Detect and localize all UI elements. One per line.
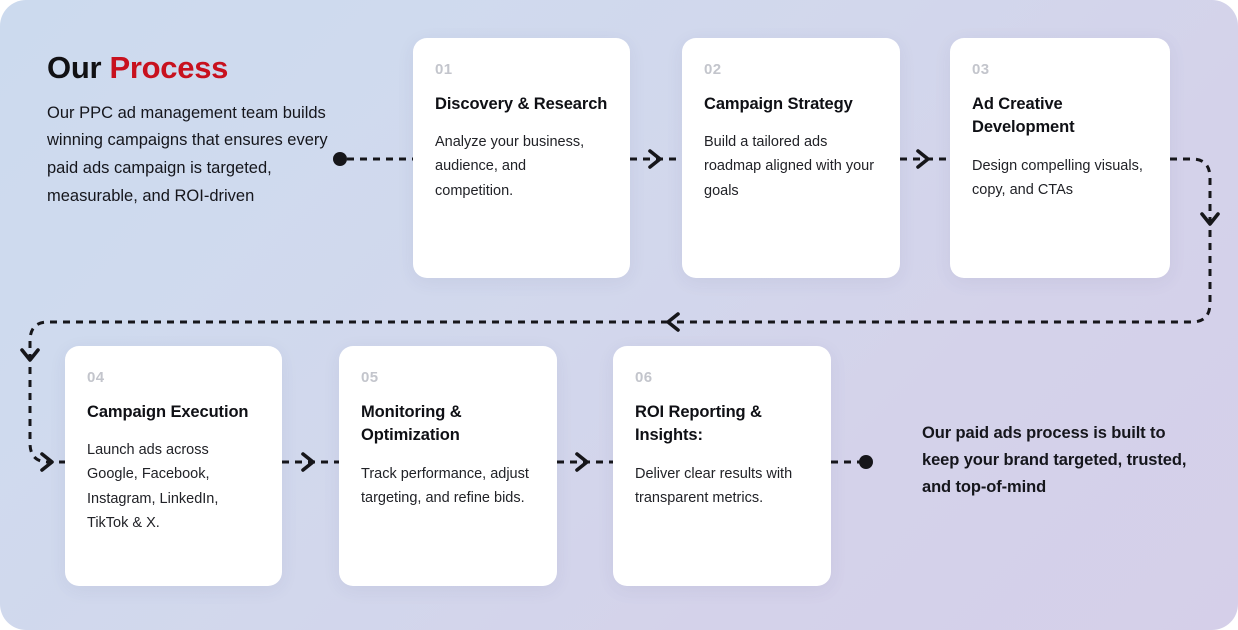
step-description: Track performance, adjust targeting, and… (361, 465, 529, 506)
step-description: Analyze your business, audience, and com… (435, 134, 585, 199)
step-title: Campaign Execution (87, 403, 249, 421)
arrow-left-icon-1 (666, 312, 680, 332)
step-number: 06 (635, 369, 653, 386)
arrow-right-icon-4 (301, 452, 315, 472)
arrow-right-icon-1 (648, 149, 662, 169)
arrow-down-icon-2 (20, 348, 40, 362)
closing-text: Our paid ads process is built to keep yo… (922, 424, 1187, 497)
arrow-right-icon-2 (916, 149, 930, 169)
step-number: 02 (704, 61, 722, 78)
step-description: Launch ads across Google, Facebook, Inst… (87, 442, 219, 531)
arrow-right-icon-5 (575, 452, 589, 472)
step-description: Deliver clear results with transparent m… (635, 465, 793, 506)
step-card-01[interactable]: 01 Discovery & Research Analyze your bus… (413, 38, 630, 278)
flow-end-dot (859, 455, 873, 469)
flow-start-dot (333, 152, 347, 166)
step-card-02[interactable]: 02 Campaign Strategy Build a tailored ad… (682, 38, 900, 278)
step-description: Design compelling visuals, copy, and CTA… (972, 157, 1143, 198)
step-description: Build a tailored ads roadmap aligned wit… (704, 134, 875, 199)
step-card-06[interactable]: 06 ROI Reporting & Insights: Deliver cle… (613, 346, 831, 586)
step-title: Campaign Strategy (704, 95, 853, 113)
step-card-03[interactable]: 03 Ad Creative Development Design compel… (950, 38, 1170, 278)
step-title: ROI Reporting & Insights: (635, 403, 762, 445)
step-number: 04 (87, 369, 105, 386)
step-card-04[interactable]: 04 Campaign Execution Launch ads across … (65, 346, 282, 586)
step-title: Discovery & Research (435, 95, 608, 113)
page-title-lead: Our (47, 50, 110, 85)
step-number: 03 (972, 61, 990, 78)
arrow-down-icon-1 (1200, 212, 1220, 226)
step-number: 05 (361, 369, 379, 386)
page-title-accent: Process (109, 50, 229, 85)
step-title: Ad Creative Development (972, 95, 1075, 137)
intro-description: Our PPC ad management team builds winnin… (47, 103, 328, 205)
intro-block: Our Process Our PPC ad management team b… (47, 50, 332, 211)
arrow-right-icon-3 (40, 452, 54, 472)
step-title: Monitoring & Optimization (361, 403, 462, 445)
closing-statement: Our paid ads process is built to keep yo… (922, 420, 1188, 502)
page-title: Our Process (47, 50, 332, 86)
step-card-05[interactable]: 05 Monitoring & Optimization Track perfo… (339, 346, 557, 586)
step-number: 01 (435, 61, 453, 78)
